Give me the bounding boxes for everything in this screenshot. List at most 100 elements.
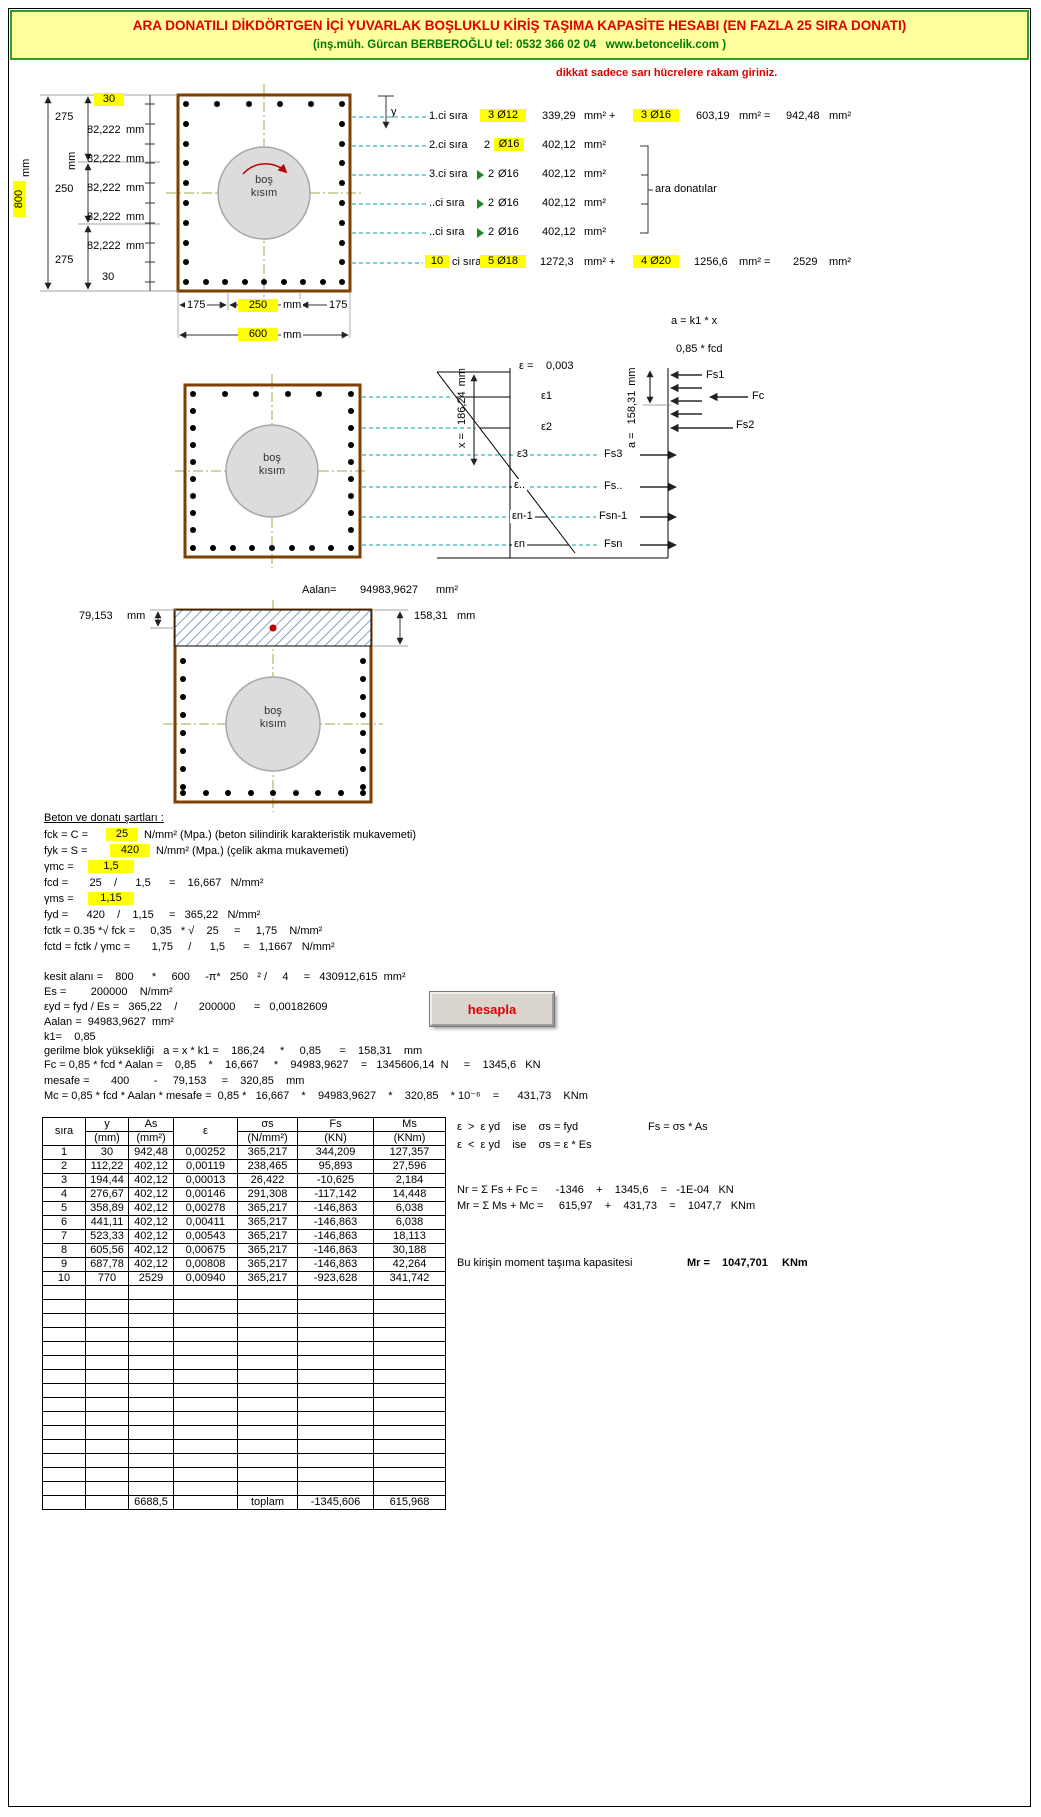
table-cell xyxy=(237,1383,298,1398)
table-empty-row xyxy=(42,1369,446,1384)
aalan-line: Aalan = 94983,9627 mm² xyxy=(44,1016,174,1028)
col-header-y: y xyxy=(85,1117,129,1132)
table-cell xyxy=(85,1285,129,1300)
table-cell: 523,33 xyxy=(85,1229,129,1244)
table-cell xyxy=(85,1383,129,1398)
table-cell: 341,742 xyxy=(373,1271,446,1286)
spacing-value-2: 82,222 xyxy=(87,153,121,165)
fck-input[interactable]: 25 xyxy=(106,828,138,841)
dimension-lines-3 xyxy=(150,609,408,647)
table-cell: 2529 xyxy=(128,1271,174,1286)
total-height-input[interactable]: 800 xyxy=(13,181,26,217)
dim-mid-unit: mm xyxy=(66,151,78,170)
table-cell xyxy=(373,1355,446,1370)
capacity-unit: KNm xyxy=(782,1257,808,1269)
table-cell xyxy=(173,1439,238,1454)
cover-top-input[interactable]: 30 xyxy=(94,93,124,106)
eyd-line: εyd = fyd / Es = 365,22 / 200000 = 0,001… xyxy=(44,1001,328,1013)
cross-section-2 xyxy=(175,374,368,568)
spacing-unit-2: mm xyxy=(126,153,145,165)
last-row-number-input[interactable]: 10 xyxy=(425,255,449,268)
table-empty-row xyxy=(42,1313,446,1328)
table-cell xyxy=(297,1285,374,1300)
hole-diameter-input[interactable]: 250 xyxy=(238,299,278,312)
table-cell: 8 xyxy=(42,1243,86,1258)
table-cell: 942,48 xyxy=(128,1145,174,1160)
comment-triangle-icon xyxy=(477,228,484,238)
hesapla-button[interactable]: hesapla xyxy=(429,991,555,1027)
table-cell xyxy=(237,1453,298,1468)
table-cell xyxy=(128,1299,174,1314)
table-cell: -117,142 xyxy=(297,1187,374,1202)
fsn1-label: Fsn-1 xyxy=(597,510,630,523)
row10-group1-input[interactable]: 5 Ø18 xyxy=(480,255,526,268)
table-cell: 5 xyxy=(42,1201,86,1216)
table-cell: -1345,606 xyxy=(297,1495,374,1510)
table-cell xyxy=(85,1397,129,1412)
comment-triangle-icon xyxy=(477,170,484,180)
hole-label-3: boş kısım xyxy=(259,705,287,730)
table-empty-row xyxy=(42,1285,446,1300)
table-cell xyxy=(173,1285,238,1300)
fs-formula: Fs = σs * As xyxy=(648,1121,708,1133)
centroid-dim-unit: mm xyxy=(127,610,146,622)
col-unit-sigma: (N/mm²) xyxy=(237,1131,298,1146)
table-cell xyxy=(373,1453,446,1468)
table-cell xyxy=(42,1411,86,1426)
col-unit-as: (mm²) xyxy=(128,1131,174,1146)
table-cell: 365,217 xyxy=(237,1215,298,1230)
results-table: sıra y As ε σs Fs Ms (mm) (mm²) (N/mm²) … xyxy=(42,1117,446,1510)
table-cell xyxy=(173,1313,238,1328)
fyk-input[interactable]: 420 xyxy=(110,844,150,857)
table-cell xyxy=(373,1299,446,1314)
row2-unit: mm² xyxy=(584,139,606,151)
total-width-input[interactable]: 600 xyxy=(238,328,278,341)
row10-label: ci sıra xyxy=(452,256,482,268)
table-cell: 238,465 xyxy=(237,1159,298,1174)
mesafe-line: mesafe = 400 - 79,153 = 320,85 mm xyxy=(44,1075,305,1087)
table-cell: -10,625 xyxy=(297,1173,374,1188)
table-empty-row xyxy=(42,1411,446,1426)
eps1-label: ε1 xyxy=(539,390,555,403)
table-cell xyxy=(297,1453,374,1468)
table-cell xyxy=(85,1355,129,1370)
gamma-ms-input[interactable]: 1,15 xyxy=(88,892,134,905)
row3-area: 402,12 xyxy=(542,168,576,180)
a-dim-label: a = xyxy=(626,432,638,448)
row4-qty: 2 xyxy=(488,197,495,209)
eps-top-label: ε = xyxy=(519,360,534,372)
table-cell xyxy=(128,1425,174,1440)
capacity-label: Bu kirişin moment taşıma kapasitesi xyxy=(457,1257,633,1269)
row1-group2-input[interactable]: 3 Ø16 xyxy=(633,109,679,122)
table-cell: 14,448 xyxy=(373,1187,446,1202)
row10-group2-input[interactable]: 4 Ø20 xyxy=(633,255,679,268)
table-cell xyxy=(85,1495,129,1510)
table-cell: 4 xyxy=(42,1187,86,1202)
gamma-mc-input[interactable]: 1,5 xyxy=(88,860,134,873)
table-cell xyxy=(85,1299,129,1314)
row2-size-input[interactable]: Ø16 xyxy=(494,138,524,151)
table-cell: 2 xyxy=(42,1159,86,1174)
table-cell xyxy=(297,1327,374,1342)
row3-qty: 2 xyxy=(488,168,495,180)
table-cell: 0,00146 xyxy=(173,1187,238,1202)
stress-block-equation: a = k1 * x xyxy=(671,315,718,327)
dim-275-bottom: 275 xyxy=(55,254,74,266)
table-cell: 615,968 xyxy=(373,1495,446,1510)
table-cell: 402,12 xyxy=(128,1159,174,1174)
col-header-sira: sıra xyxy=(42,1117,86,1146)
table-cell xyxy=(85,1481,129,1496)
row1-group1-input[interactable]: 3 Ø12 xyxy=(480,109,526,122)
table-empty-row xyxy=(42,1425,446,1440)
table-cell xyxy=(237,1341,298,1356)
row10-unit2: mm² = xyxy=(739,256,771,268)
dim-250-unit: mm xyxy=(281,299,304,312)
table-cell: 18,113 xyxy=(373,1229,446,1244)
table-cell xyxy=(173,1383,238,1398)
table-cell xyxy=(173,1495,238,1510)
table-cell xyxy=(85,1327,129,1342)
table-cell xyxy=(237,1425,298,1440)
